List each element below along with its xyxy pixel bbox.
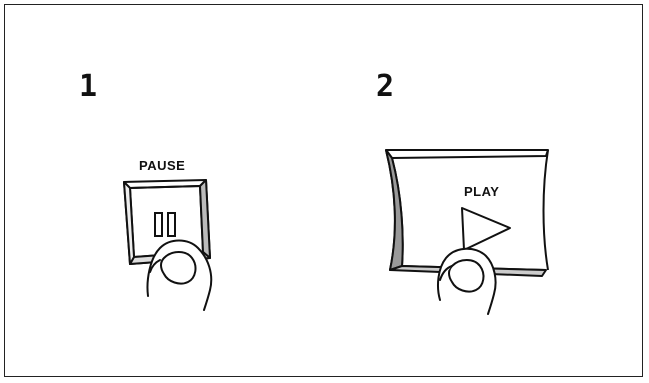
play-label: PLAY [464,184,500,199]
finger-2 [437,247,497,315]
step-2-number: 2 [376,69,395,104]
diagram-frame [4,4,643,377]
finger-1 [146,239,213,311]
step-1-number: 1 [79,69,98,104]
pause-icon [154,212,176,237]
pause-label: PAUSE [139,158,186,173]
play-triangle-icon [461,207,511,251]
